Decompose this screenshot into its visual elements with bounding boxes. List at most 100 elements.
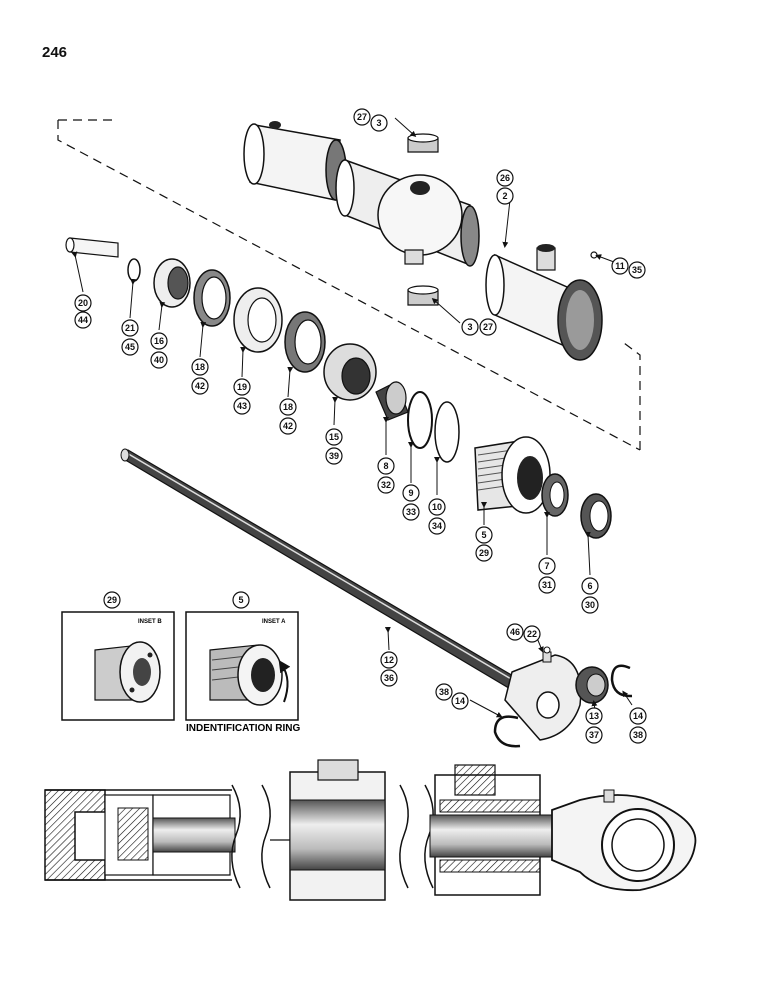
callout-number: 8	[383, 461, 388, 471]
nut-16	[153, 258, 191, 308]
callout-34: 34	[428, 517, 446, 535]
callout-3b: 3	[461, 318, 479, 336]
callout-9: 9	[402, 484, 420, 502]
callout-circle	[279, 417, 297, 435]
callout-number: 32	[381, 480, 391, 490]
callout-circle	[581, 577, 599, 595]
callout-32: 32	[377, 476, 395, 494]
callout-5: 5	[475, 526, 493, 544]
callout-number: 42	[283, 421, 293, 431]
callout-number: 20	[78, 298, 88, 308]
callout-number: 18	[195, 362, 205, 372]
callout-number: 11	[615, 261, 625, 271]
callout-number: 33	[406, 507, 416, 517]
callout-inset-a: 5	[232, 591, 250, 609]
callout-circle	[585, 726, 603, 744]
callout-circle	[191, 377, 209, 395]
callout-number: 31	[542, 580, 552, 590]
callout-3a: 3	[370, 114, 388, 132]
callout-37: 37	[585, 726, 603, 744]
callout-27a: 27	[353, 108, 371, 126]
callout-number: 40	[154, 355, 164, 365]
callout-18b: 18	[279, 398, 297, 416]
inset-b-title: INSET B	[138, 619, 162, 625]
callout-circle	[233, 378, 251, 396]
callout-circle	[428, 498, 446, 516]
callout-number: 18	[283, 402, 293, 412]
cylinder-head-5	[474, 436, 551, 514]
callout-number: 43	[237, 401, 247, 411]
inset-b: INSET B	[61, 611, 175, 721]
callout-circle	[479, 318, 497, 336]
callout-number: 2	[502, 191, 507, 201]
bushing-bottom	[407, 285, 439, 306]
callout-number: 39	[329, 451, 339, 461]
wear-ring-18b	[284, 311, 326, 373]
callout-39: 39	[325, 447, 343, 465]
callout-inset-b: 29	[103, 591, 121, 609]
callout-40: 40	[150, 351, 168, 369]
callout-20: 20	[74, 294, 92, 312]
callout-number: 14	[633, 711, 643, 721]
callout-38b: 38	[629, 726, 647, 744]
callout-number: 26	[500, 173, 510, 183]
callout-circle	[121, 319, 139, 337]
callout-11: 11	[611, 257, 629, 275]
callout-30: 30	[581, 596, 599, 614]
callout-circle	[451, 692, 469, 710]
callout-circle	[402, 503, 420, 521]
barrel	[485, 244, 603, 361]
callout-6: 6	[581, 577, 599, 595]
callout-43: 43	[233, 397, 251, 415]
callout-42b: 42	[279, 417, 297, 435]
callout-number: 5	[481, 530, 486, 540]
callout-circle	[461, 318, 479, 336]
callout-number: 36	[384, 673, 394, 683]
callout-circle	[629, 707, 647, 725]
callout-number: 5	[238, 595, 243, 605]
callout-31: 31	[538, 576, 556, 594]
callout-45: 45	[121, 338, 139, 356]
callout-number: 7	[544, 561, 549, 571]
callout-number: 27	[357, 112, 367, 122]
callout-13: 13	[585, 707, 603, 725]
callout-42a: 42	[191, 377, 209, 395]
callout-circle	[232, 591, 250, 609]
callout-29: 29	[475, 544, 493, 562]
callout-14a: 14	[451, 692, 469, 710]
snap-ring-14b	[610, 664, 633, 698]
grease-fitting-11	[590, 251, 598, 259]
callout-number: 34	[432, 521, 442, 531]
grease-fitting-22	[542, 646, 552, 663]
callout-number: 12	[384, 655, 394, 665]
callout-circle	[523, 625, 541, 643]
callout-26: 26	[496, 169, 514, 187]
callout-number: 10	[432, 502, 442, 512]
callout-number: 45	[125, 342, 135, 352]
callout-circle	[233, 397, 251, 415]
callout-circle	[74, 294, 92, 312]
bearing-13	[575, 666, 609, 704]
callout-circle	[428, 517, 446, 535]
callout-circle	[628, 261, 646, 279]
cylinder-tube	[243, 121, 347, 201]
callout-circle	[325, 447, 343, 465]
page-number: 246	[42, 44, 68, 61]
callout-number: 30	[585, 600, 595, 610]
callout-44: 44	[74, 311, 92, 329]
bushing-top	[407, 133, 439, 153]
callout-number: 6	[587, 581, 592, 591]
callout-number: 19	[237, 382, 247, 392]
callout-number: 29	[479, 548, 489, 558]
callout-number: 15	[329, 432, 339, 442]
callout-circle	[370, 114, 388, 132]
backup-ring-10	[434, 401, 460, 463]
washer-21	[127, 258, 141, 282]
callout-circle	[581, 596, 599, 614]
callout-circle	[377, 457, 395, 475]
wear-ring-18a	[193, 269, 231, 327]
wiper-6	[580, 493, 612, 539]
callout-circle	[402, 484, 420, 502]
callout-12: 12	[380, 651, 398, 669]
callout-2: 2	[496, 187, 514, 205]
